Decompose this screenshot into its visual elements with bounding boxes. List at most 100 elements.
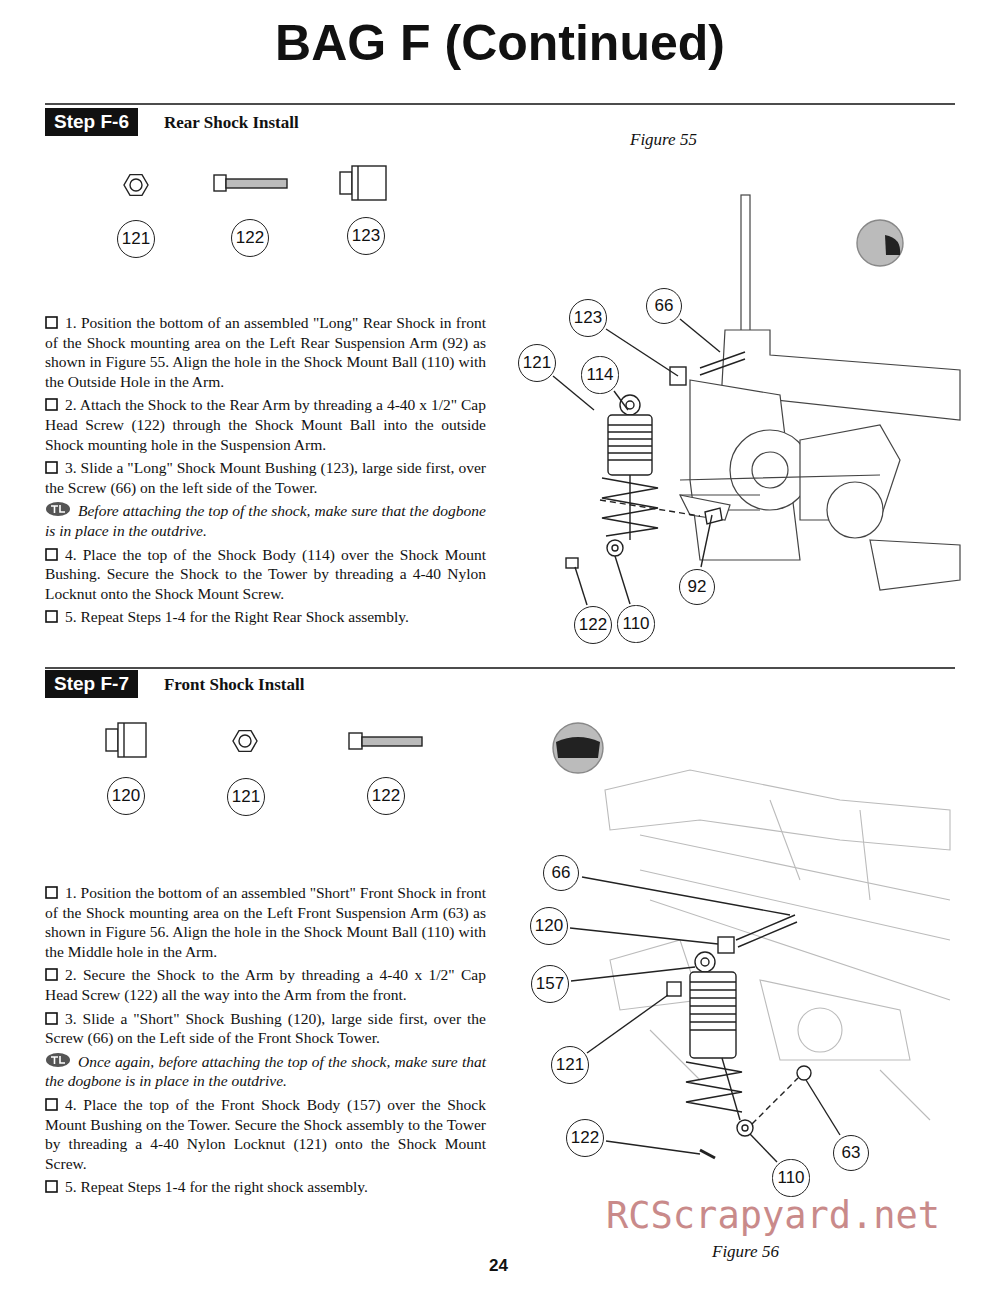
callout-text: 114 <box>586 365 613 385</box>
callout-text: 110 <box>777 1168 804 1188</box>
checkbox <box>45 1180 58 1193</box>
callout-number: 63 <box>833 1135 869 1171</box>
checkbox <box>46 1181 57 1192</box>
callout-text: 120 <box>112 786 140 806</box>
note-icon <box>46 1053 70 1067</box>
part-icons <box>124 175 148 196</box>
checkbox <box>46 969 57 980</box>
checkbox <box>45 461 58 474</box>
instruction-text: 4. Place the top of the Front Shock Body… <box>45 1096 486 1172</box>
instruction-text: 3. Slide a "Short" Shock Bushing (120), … <box>45 1010 486 1047</box>
leader-lines <box>582 877 790 915</box>
callout-text: 121 <box>232 787 260 807</box>
leader-lines <box>570 877 840 1162</box>
checkbox <box>46 887 57 898</box>
instruction-text: 2. Attach the Shock to the Rear Arm by t… <box>45 396 486 452</box>
rear-chassis <box>730 430 810 510</box>
note-icon <box>45 501 71 517</box>
callout-number: 122 <box>231 219 269 257</box>
rear-chassis <box>870 540 960 590</box>
rear-shock <box>566 558 578 568</box>
callout-text: 121 <box>523 353 551 373</box>
rear-shock <box>629 475 630 540</box>
page-number: 24 <box>489 1256 508 1276</box>
front-shock <box>667 982 681 996</box>
callout-text: 92 <box>688 577 707 597</box>
callout-number: 123 <box>347 217 385 255</box>
rear-shock <box>608 415 652 475</box>
leader-lines <box>553 319 720 605</box>
callout-number: 157 <box>531 965 569 1003</box>
step-instruction: 3. Slide a "Short" Shock Bushing (120), … <box>45 1009 486 1048</box>
note-icon <box>51 1056 65 1064</box>
rear-shock <box>607 540 623 556</box>
front-chassis <box>640 835 950 1000</box>
rear-shock <box>705 508 722 524</box>
callout-text: 66 <box>552 863 571 883</box>
front-shock <box>797 1066 811 1080</box>
step-label: Step F-6 <box>45 108 138 136</box>
callout-text: 110 <box>622 614 649 634</box>
leader-lines <box>701 515 712 567</box>
callout-number: 92 <box>679 569 715 605</box>
part-icons <box>340 172 352 194</box>
part-icons <box>239 735 251 747</box>
callout-text: 66 <box>655 296 674 316</box>
callout-text: 123 <box>574 308 602 328</box>
part-icons <box>349 733 362 749</box>
leader-lines <box>806 1080 840 1135</box>
front-chassis <box>770 800 870 900</box>
part-icons <box>123 723 124 757</box>
leader-lines <box>614 391 628 410</box>
checkbox <box>46 1013 57 1024</box>
checkbox <box>45 1012 58 1025</box>
checkbox <box>46 399 57 410</box>
rear-shock <box>608 425 652 460</box>
checkbox <box>46 611 57 622</box>
callout-text: 157 <box>536 974 564 994</box>
checkbox <box>46 1099 57 1110</box>
front-shock <box>742 1125 748 1131</box>
part-icons <box>118 723 146 757</box>
front-chassis <box>798 1008 842 1052</box>
rear-shock <box>600 500 700 516</box>
step-heading: Rear Shock Install <box>164 113 299 133</box>
callout-number: 114 <box>581 356 618 393</box>
callout-number: 120 <box>107 777 145 815</box>
callout-text: 123 <box>352 226 380 246</box>
part-icons <box>357 166 358 200</box>
part-icons <box>214 175 226 191</box>
part-icons <box>226 179 287 188</box>
checkbox <box>46 549 57 560</box>
rear-chassis <box>827 482 883 538</box>
note-icon <box>45 1052 71 1068</box>
front-shock <box>686 1062 742 1112</box>
callout-number: 110 <box>617 605 654 642</box>
page-title: BAG F (Continued) <box>0 14 1000 72</box>
step-instruction: 5. Repeat Steps 1-4 for the Right Rear S… <box>45 607 486 627</box>
front-chassis <box>605 770 950 1120</box>
front-shock <box>695 952 715 972</box>
leader-lines <box>570 928 718 944</box>
callout-number: 122 <box>566 1119 604 1157</box>
leader-lines <box>587 995 668 1053</box>
step-instruction: 2. Attach the Shock to the Rear Arm by t… <box>45 395 486 454</box>
front-shock <box>690 982 736 1030</box>
part-icons <box>130 179 142 191</box>
rear-chassis <box>752 452 788 488</box>
leader-lines <box>680 319 720 352</box>
instruction-text: 5. Repeat Steps 1-4 for the right shock … <box>65 1178 368 1195</box>
callout-number: 121 <box>227 778 265 816</box>
checkbox <box>45 548 58 561</box>
step-instruction: 1. Position the bottom of an assembled "… <box>45 883 486 961</box>
checkbox <box>45 316 58 329</box>
callout-number: 123 <box>569 299 607 337</box>
rule-lines <box>45 103 955 105</box>
step-instruction: 3. Slide a "Long" Shock Mount Bushing (1… <box>45 458 486 497</box>
callout-number: 121 <box>518 344 556 382</box>
note-icon <box>46 502 70 516</box>
leader-lines <box>750 1134 777 1162</box>
helmet-icon <box>556 737 600 758</box>
front-shock <box>736 915 797 947</box>
step-heading: Front Shock Install <box>164 675 304 695</box>
